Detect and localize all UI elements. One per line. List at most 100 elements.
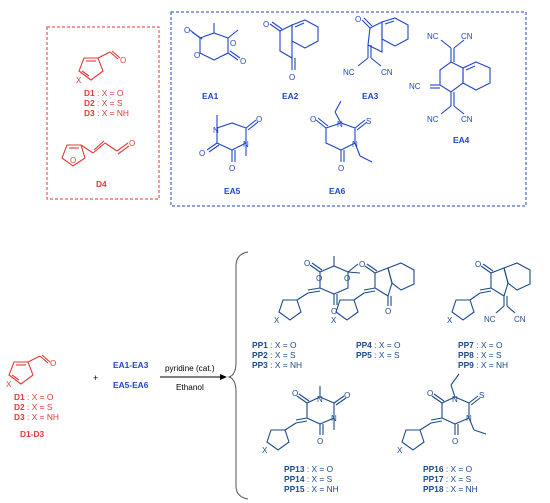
reactant-range-label: D1-D3: [20, 429, 45, 439]
pp14-label: PP14 : X = S: [284, 474, 333, 484]
ea5-structure: [206, 115, 259, 162]
ea1-o1: O: [184, 26, 190, 35]
pp13-o1: O: [292, 389, 298, 398]
ea6-label: EA6: [329, 186, 346, 196]
pp1-o3: O: [344, 274, 350, 283]
pp1-x: X: [274, 316, 280, 325]
pp13-label: PP13 : X = O: [284, 464, 334, 474]
reagent-ea5-ea6: EA5-EA6: [113, 380, 149, 390]
ea1-o2: O: [194, 51, 200, 60]
plus-sign: +: [93, 373, 98, 383]
ea5-o3: O: [229, 164, 235, 173]
pp16-s: S: [479, 391, 484, 400]
pp4-o2: O: [385, 307, 391, 316]
reactant-x: X: [6, 380, 12, 389]
donor-box: [46, 26, 160, 200]
pp7-label: PP7 : X = O: [458, 340, 503, 350]
ea6-o1: O: [310, 115, 316, 124]
donor-d1-label: D1 : X = O: [84, 88, 124, 98]
pp7-pp9-structure: [451, 262, 531, 321]
ea4-label: EA4: [453, 135, 470, 145]
ea5-n2: N: [243, 140, 249, 149]
donor-d3-label: D3 : X = NH: [84, 108, 129, 118]
ea3-nc: NC: [343, 68, 355, 77]
ea5-n1: N: [213, 126, 219, 135]
pp1-o4: O: [331, 307, 337, 316]
pp16-n1: N: [452, 395, 458, 404]
pp7-x: X: [447, 316, 453, 325]
donor-d4-structure: [61, 140, 130, 167]
reactant-d3-label: D3 : X = NH: [14, 412, 59, 422]
pp18-label: PP18 : X = NH: [423, 484, 478, 494]
pp13-pp15-structure: [266, 386, 347, 451]
reactant-d2-label: D2 : X = S: [14, 402, 53, 412]
pp1-label: PP1 : X = O: [252, 340, 297, 350]
pp4-pp5-structure: [335, 262, 415, 321]
pp13-o2: O: [344, 391, 350, 400]
pp13-n1: N: [317, 395, 323, 404]
ea4-structure: [430, 39, 491, 115]
ea2-o2: O: [289, 73, 295, 82]
ea3-o: O: [355, 15, 361, 24]
acceptor-box: [170, 11, 527, 207]
pp16-o2: O: [452, 437, 458, 446]
ea2-o1: O: [263, 20, 269, 29]
ea2-label: EA2: [282, 91, 299, 101]
product-brace: [227, 251, 249, 500]
reactant-d1-label: D1 : X = O: [14, 392, 54, 402]
ea4-cn-top: CN: [461, 32, 473, 41]
donor-d4-label: D4: [96, 179, 107, 189]
ea1-structure: [189, 23, 241, 61]
pp16-n2: N: [466, 414, 472, 423]
ea6-n2: N: [352, 140, 358, 149]
donor-d2-label: D2 : X = S: [84, 98, 123, 108]
reactant-structure: [8, 354, 51, 385]
ea1-o3: O: [230, 39, 236, 48]
pp13-n2: N: [331, 414, 337, 423]
pp16-label: PP16 : X = O: [423, 464, 473, 474]
pp13-o3: O: [317, 437, 323, 446]
ea4-nc-bottom: NC: [427, 115, 439, 124]
donor-d4-ring-o: O: [70, 156, 76, 165]
ea3-label: EA3: [362, 91, 379, 101]
donor-furan-aldehyde-structure: [78, 50, 121, 81]
pp1-o2: O: [316, 274, 322, 283]
pp5-label: PP5 : X = S: [356, 350, 400, 360]
ea5-o1: O: [256, 115, 262, 124]
ea6-s: S: [366, 117, 371, 126]
reactant-o: O: [50, 359, 56, 368]
pp9-label: PP9 : X = NH: [458, 360, 508, 370]
pp16-x: X: [397, 446, 403, 455]
ea6-structure: [315, 100, 373, 163]
pp17-label: PP17 : X = S: [423, 474, 472, 484]
ea1-label: EA1: [202, 91, 219, 101]
ea6-o2: O: [338, 164, 344, 173]
pp16-o1: O: [427, 389, 433, 398]
catalyst-label: pyridine (cat.): [165, 364, 215, 373]
ea2-structure: [269, 19, 319, 70]
donor-heteroatom-x: X: [76, 76, 82, 85]
ea5-label: EA5: [224, 186, 241, 196]
reaction-arrowhead: [220, 374, 227, 380]
pp2-label: PP2 : X = S: [252, 350, 296, 360]
ea4-nc-left: NC: [409, 82, 421, 91]
ea5-o2: O: [199, 149, 205, 158]
donor-carbonyl-o: O: [120, 56, 126, 65]
pp15-label: PP15 : X = NH: [284, 484, 339, 494]
pp7-cn: CN: [514, 315, 526, 324]
pp7-nc: NC: [484, 315, 496, 324]
pp1-pp3-structure: [278, 256, 361, 321]
ea3-cn: CN: [381, 68, 393, 77]
pp3-label: PP3 : X = NH: [252, 360, 302, 370]
ea4-cn-bottom: CN: [461, 115, 473, 124]
pp8-label: PP8 : X = S: [458, 350, 502, 360]
pp4-label: PP4 : X = O: [356, 340, 401, 350]
pp4-x: X: [331, 316, 337, 325]
pp7-o: O: [475, 260, 481, 269]
pp4-o1: O: [359, 260, 365, 269]
ea4-nc-top: NC: [427, 32, 439, 41]
ea6-n1: N: [337, 120, 343, 129]
pp16-pp18-structure: [401, 373, 487, 451]
reagent-ea1-ea3: EA1-EA3: [113, 360, 149, 370]
